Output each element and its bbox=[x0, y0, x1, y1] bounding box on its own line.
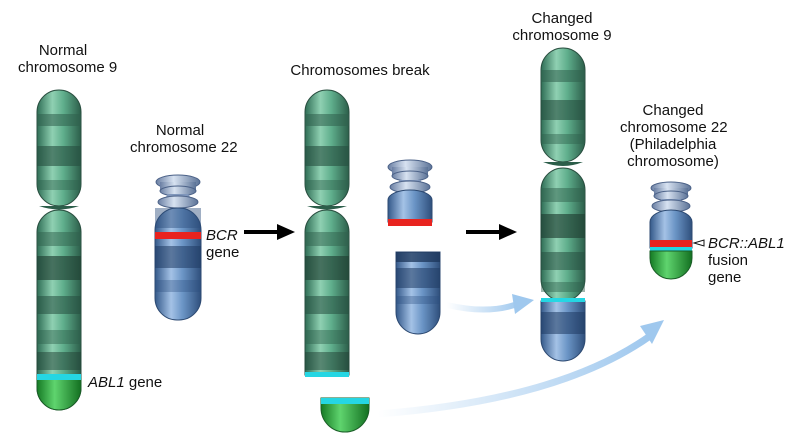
bcr-gene-name: BCR bbox=[206, 227, 238, 244]
chromosomes-break-label: Chromosomes break bbox=[285, 62, 435, 79]
fusion-gene-label: BCR::ABL1 fusion gene bbox=[708, 235, 785, 286]
fusion-line2: fusion bbox=[708, 252, 749, 269]
bcr-gene-word: gene bbox=[206, 244, 240, 261]
bcr-band-broken bbox=[388, 219, 432, 226]
changed22-line4: chromosome) bbox=[627, 153, 719, 170]
step-arrow-1 bbox=[244, 224, 295, 240]
changed22-line3: (Philadelphia bbox=[629, 136, 717, 153]
normal22-line2: chromosome 22 bbox=[130, 139, 238, 156]
changed22-line1: Changed bbox=[642, 102, 704, 119]
bcr-gene-label: BCR gene bbox=[206, 227, 239, 261]
abl1-band-normal bbox=[37, 374, 81, 380]
changed-chromosome-9-label: Changed chromosome 9 bbox=[510, 10, 614, 44]
move-arrow-abl1-to-22 bbox=[374, 320, 664, 418]
fusion-gene-name: BCR::ABL1 bbox=[708, 235, 785, 252]
abl1-band-changed9 bbox=[541, 298, 585, 302]
normal9-line1: Normal bbox=[38, 42, 88, 59]
abl1-gene-label: ABL1 gene bbox=[88, 374, 162, 391]
abl1-gene-name: ABL1 bbox=[88, 374, 125, 391]
philadelphia-chromosome bbox=[649, 181, 705, 280]
normal22-line1: Normal bbox=[155, 122, 205, 139]
broken-chromosome-22-top bbox=[387, 159, 433, 226]
fusion-line3: gene bbox=[708, 269, 742, 286]
changed-chromosome-9 bbox=[540, 47, 586, 362]
bcr-band-normal bbox=[155, 232, 201, 239]
break-line: Chromosomes break bbox=[290, 62, 430, 79]
normal-chromosome-22 bbox=[154, 174, 202, 321]
broken-chromosome-9 bbox=[304, 89, 350, 377]
changed-chromosome-22-label: Changed chromosome 22 (Philadelphia chro… bbox=[620, 102, 728, 170]
move-arrow-22-to-9 bbox=[444, 294, 534, 314]
changed22-line2: chromosome 22 bbox=[620, 119, 728, 136]
normal-chromosome-9-label: Normal chromosome 9 bbox=[18, 42, 118, 76]
changed9-line2: chromosome 9 bbox=[512, 27, 612, 44]
abl1-fragment bbox=[320, 397, 370, 433]
step-arrow-2 bbox=[466, 224, 517, 240]
bcr-abl1-band bbox=[650, 240, 692, 247]
changed9-line1: Changed bbox=[531, 10, 593, 27]
normal-chromosome-9 bbox=[36, 89, 82, 411]
normal-chromosome-22-label: Normal chromosome 22 bbox=[130, 122, 238, 156]
abl1-gene-word: gene bbox=[124, 374, 163, 391]
normal9-line2: chromosome 9 bbox=[18, 59, 118, 76]
broken-chromosome-22-bottom bbox=[395, 251, 441, 335]
